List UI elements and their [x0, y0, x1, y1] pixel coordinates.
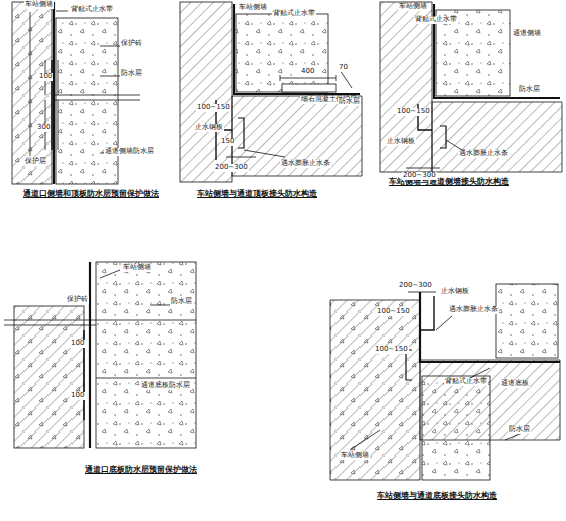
detail-title: 通道口底板防水层预留保护做法	[84, 466, 198, 475]
callout-label: 保护层	[24, 158, 47, 166]
callout-label: 车站侧墙	[24, 1, 54, 9]
callout-label: 止水钢板	[386, 138, 416, 146]
callout-label: 100	[70, 392, 85, 400]
callout-label: 100~150	[196, 104, 231, 112]
callout-label: 70	[338, 64, 349, 72]
detail-title: 车站侧墙与通道底板接头防水构造	[376, 492, 498, 501]
callout-label: 保护砖	[120, 40, 143, 48]
callout-label: 通道侧墙防水层	[104, 148, 155, 156]
callout-label: 背贴式止水带	[272, 10, 316, 18]
callout-label: 通道底板	[500, 380, 530, 388]
callout-label: 遇水膨胀止水条	[280, 160, 331, 168]
callout-label: 防水层	[170, 298, 193, 306]
callout-label: 150	[220, 138, 235, 146]
callout-label: 防水层	[518, 86, 541, 94]
callout-label: 车站侧墙	[340, 452, 370, 460]
callout-label: 保护砖	[66, 296, 89, 304]
callout-label: 遇水膨胀止水条	[458, 150, 509, 158]
callout-label: 100	[70, 340, 85, 348]
callout-label: 200~300	[402, 172, 437, 180]
callout-label: 防水层	[338, 98, 361, 106]
detail-title: 车站侧墙与通道顶板接头防水构造	[196, 190, 318, 199]
callout-label: 遇水膨胀止水条	[448, 306, 499, 314]
callout-label: 100~150	[376, 308, 411, 316]
callout-label: 车站侧墙	[122, 264, 152, 272]
callout-label: 背贴式止水带	[444, 378, 488, 386]
callout-label: 车站侧墙	[238, 4, 268, 12]
callout-label: 通道侧墙	[512, 30, 542, 38]
callout-label: 100~150	[396, 108, 431, 116]
callout-label: 止水钢板	[440, 288, 470, 296]
callout-label: 100	[38, 73, 53, 81]
callout-label: 车站侧墙	[398, 3, 428, 11]
callout-label: 200~300	[214, 164, 249, 172]
callout-label: 400	[300, 68, 315, 76]
callout-label: 背贴式止水带	[414, 16, 458, 24]
callout-label: 通道底板防水层	[140, 382, 191, 390]
callout-label: 200~300	[398, 282, 433, 290]
callout-label: 止水钢板	[194, 124, 224, 132]
detail-title: 通道口侧墙和顶板防水层预留保护做法	[22, 190, 160, 199]
callout-label: 100~150	[374, 346, 409, 354]
callout-label: 防水层	[508, 426, 531, 434]
callout-label: 300	[36, 124, 51, 132]
callout-label: 防水层	[120, 70, 143, 78]
callout-label: 背贴式止水带	[70, 6, 114, 14]
